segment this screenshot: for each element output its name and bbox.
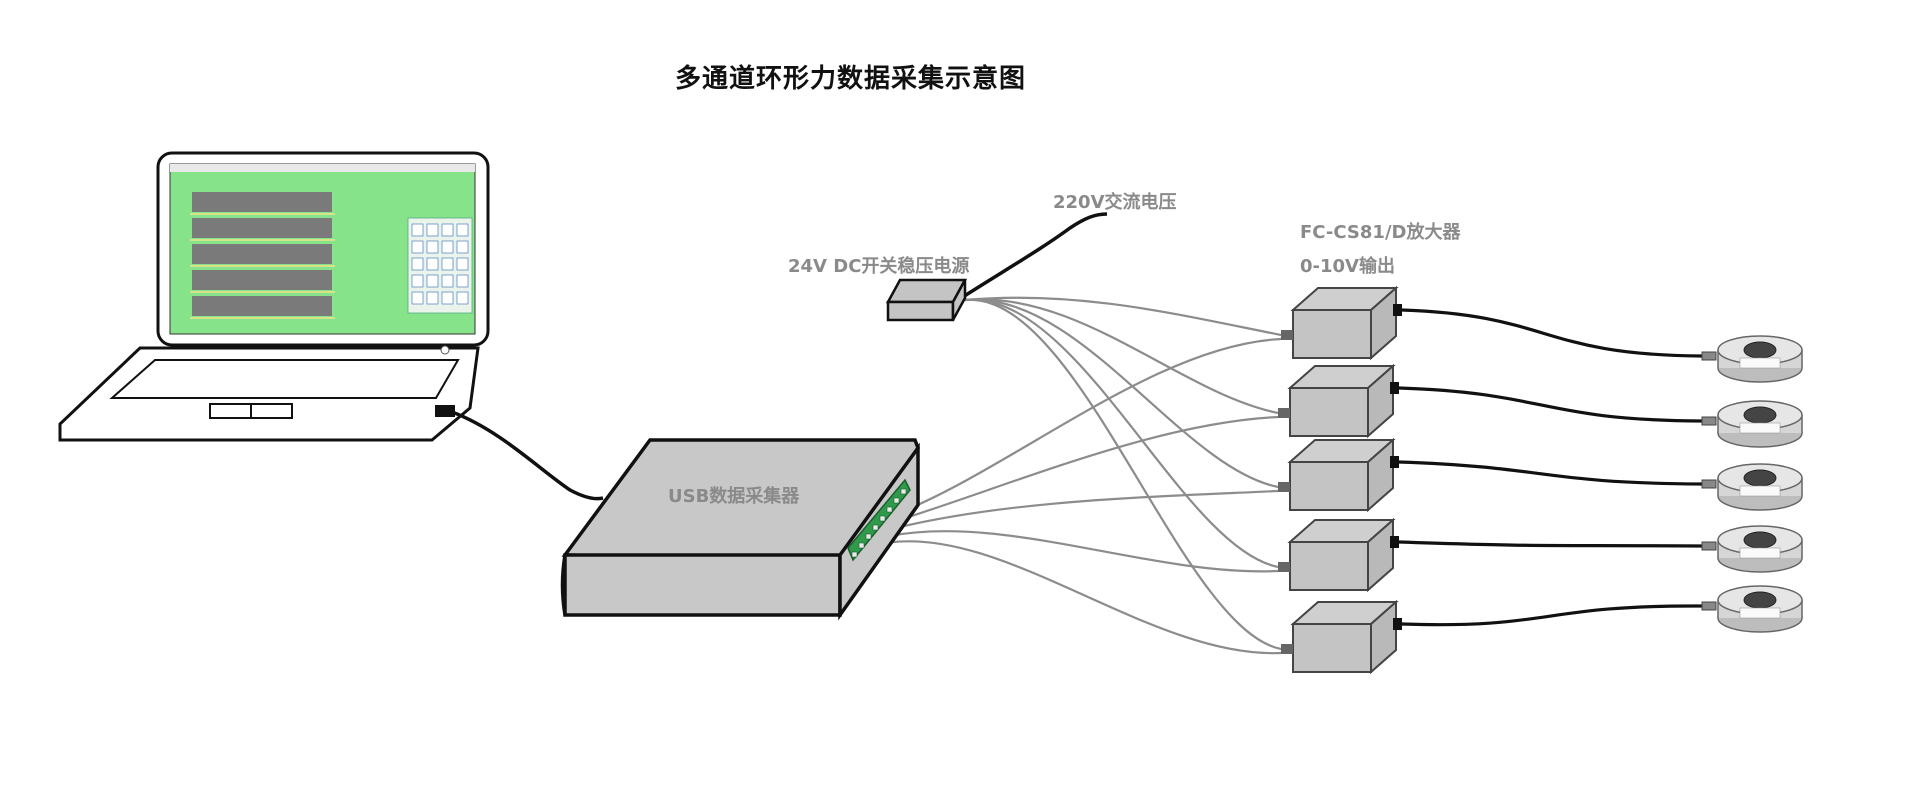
power-supply-box (885, 278, 968, 322)
daq-port (851, 551, 858, 558)
amplifier-input-connector (1281, 644, 1293, 654)
amplifier-input-connector (1278, 482, 1290, 492)
laptop-keyboard-area (109, 359, 460, 399)
ac-power-cable (957, 212, 1108, 302)
usb-daq-device (560, 438, 920, 621)
screen-waveform-bar (192, 270, 332, 290)
page-title: 多通道环形力数据采集示意图 (675, 64, 1027, 94)
daq-port (900, 488, 907, 495)
ring-force-sensor (1701, 463, 1803, 511)
amplifier-output-connector (1390, 382, 1399, 394)
sensor-center-hole (1743, 341, 1777, 359)
sensor-center-hole (1743, 469, 1777, 487)
laptop (58, 151, 490, 442)
sensor-label-plate (1739, 485, 1781, 497)
sensor-cable (1398, 386, 1703, 423)
power-wire (964, 298, 1279, 415)
ring-force-sensor (1701, 585, 1803, 633)
ring-force-sensor (1701, 525, 1803, 573)
daq-port (893, 497, 900, 504)
ring-force-sensor (1701, 335, 1803, 383)
amplifier-output-connector (1390, 536, 1399, 548)
sensor-cable (1401, 308, 1703, 358)
sensor-connector (1701, 541, 1717, 551)
screen-waveform-panels (190, 192, 335, 319)
amplifier-box (1278, 517, 1399, 593)
amplifier-model-label: FC-CS81/D放大器 (1300, 222, 1461, 243)
sensor-label-plate (1739, 357, 1781, 369)
amplifier-output-connector (1393, 304, 1402, 316)
amplifier-input-connector (1278, 408, 1290, 418)
amplifier-group (1278, 285, 1402, 675)
sensor-cables (1398, 308, 1703, 627)
sensor-connector (1701, 479, 1717, 489)
sensor-connector (1701, 601, 1717, 611)
ring-force-sensors (1701, 335, 1803, 633)
sensor-cable (1398, 460, 1703, 486)
amplifier-output-connector (1393, 618, 1402, 630)
daq-port (879, 515, 886, 522)
sensor-connector (1701, 416, 1717, 426)
sensor-label-plate (1739, 607, 1781, 619)
usb-cable (451, 410, 604, 501)
power-wire (964, 298, 1282, 651)
screen-waveform-bar (192, 218, 332, 238)
amplifier-output-connector (1390, 456, 1399, 468)
signal-wire (879, 415, 1279, 528)
signal-wire (879, 337, 1282, 522)
signal-wire (879, 540, 1282, 655)
daq-label: USB数据采集器 (668, 486, 800, 507)
amplifier-input-connector (1281, 330, 1293, 340)
daq-port (865, 533, 872, 540)
amplifier-output-label: 0-10V输出 (1300, 256, 1395, 277)
daq-port (886, 506, 893, 513)
ac-input-label: 220V交流电压 (1053, 192, 1177, 213)
sensor-cable (1401, 604, 1703, 627)
gray-wires (879, 296, 1282, 655)
ring-force-sensor (1701, 400, 1803, 448)
power-wire (964, 298, 1279, 569)
screen-waveform-bar (192, 244, 332, 264)
sensor-connector (1701, 351, 1717, 361)
sensor-center-hole (1743, 531, 1777, 549)
sensor-center-hole (1743, 406, 1777, 424)
power-wire (964, 296, 1282, 337)
amplifier-box (1278, 437, 1399, 513)
screen-waveform-bar (192, 192, 332, 212)
signal-wire (879, 530, 1279, 573)
amplifier-box (1281, 285, 1402, 361)
power-supply-label: 24V DC开关稳压电源 (788, 256, 970, 277)
sensor-label-plate (1739, 547, 1781, 559)
amplifier-box (1278, 363, 1399, 439)
sensor-cable (1398, 540, 1703, 548)
signal-wire (879, 489, 1279, 534)
daq-port (858, 542, 865, 549)
amplifier-input-connector (1278, 562, 1290, 572)
daq-port (872, 524, 879, 531)
laptop-usb-port (435, 405, 455, 417)
sensor-label-plate (1739, 422, 1781, 434)
sensor-center-hole (1743, 591, 1777, 609)
amplifier-box (1281, 599, 1402, 675)
power-wire (964, 298, 1279, 489)
screen-waveform-bar (192, 296, 332, 316)
